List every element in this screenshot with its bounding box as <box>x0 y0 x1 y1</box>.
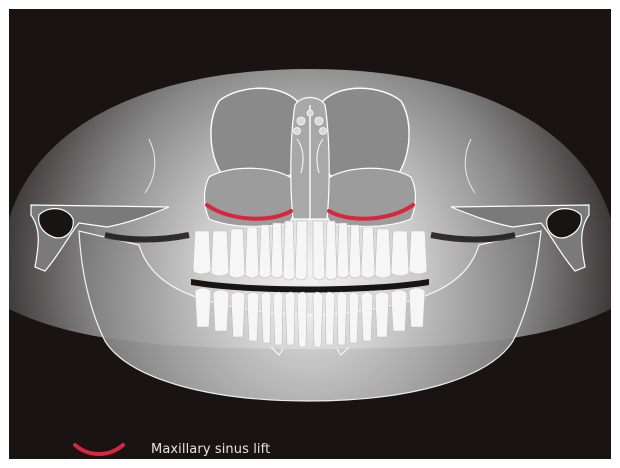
panoramic-skull-diagram <box>9 9 611 459</box>
legend-label: Maxillary sinus lift <box>151 442 270 457</box>
xray-panel: Maxillary sinus lift <box>9 9 611 459</box>
legend: Maxillary sinus lift <box>71 439 270 459</box>
red-arc-icon <box>71 439 127 459</box>
